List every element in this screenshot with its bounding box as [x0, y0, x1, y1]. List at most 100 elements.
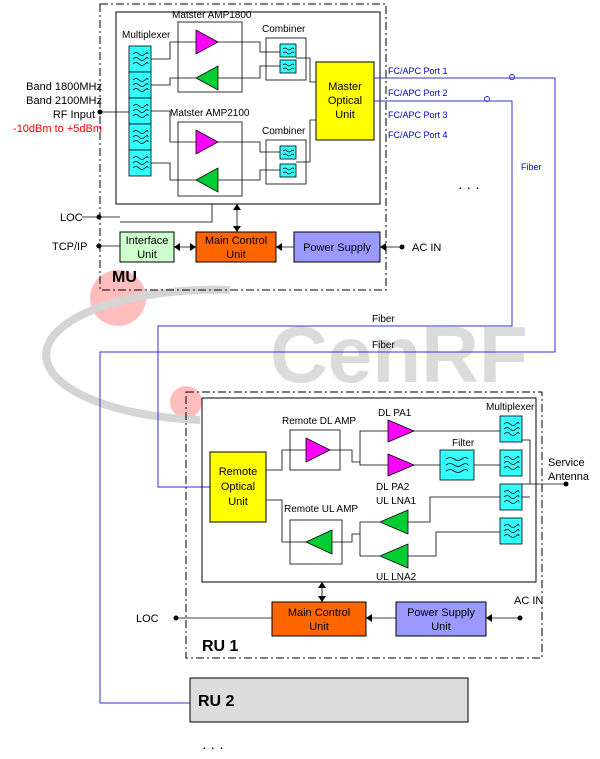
amp2100-dl-amplifier [195, 129, 219, 155]
remote-ul-amplifier [305, 529, 333, 555]
amp2100-label: Matster AMP2100 [170, 108, 250, 119]
mu-multiplexer [128, 45, 152, 177]
fiber-label-2: Fiber [372, 314, 395, 325]
ru1-power-supply-line2: Unit [431, 621, 451, 633]
mu-power-supply-label: Power Supply [303, 242, 371, 254]
combiner2-label: Combiner [262, 126, 306, 137]
antenna-dot [563, 481, 569, 487]
ru1-label: RU 1 [202, 638, 239, 655]
amp2100-ul-amplifier [195, 167, 219, 193]
amp1800-box [177, 21, 243, 93]
watermark: CenRF [42, 270, 528, 424]
port-1: FC/APC Port 1 [388, 66, 448, 76]
bottom-ellipsis: · · · [202, 739, 224, 755]
interface-unit-line1: Interface [126, 235, 169, 247]
service-antenna-line2: Antenna [548, 471, 590, 483]
fiber-port2-to-ru1 [157, 100, 513, 488]
band1-label: Band 1800MHz [26, 81, 102, 93]
dl-pa2-label: DL PA2 [376, 482, 410, 493]
mu-label: MU [112, 269, 137, 286]
ul-lna2 [378, 543, 409, 569]
ru1-filter-label: Filter [452, 438, 475, 449]
remote-optical-unit [209, 451, 267, 523]
combiner2-filters [279, 145, 297, 178]
ul-lna1 [378, 509, 409, 535]
dl-pa2 [387, 453, 416, 477]
mu-loc-dot [96, 214, 102, 220]
arrow-acin-to-ps [380, 243, 386, 251]
arrow-ru1-ps-to-ctrl [366, 614, 372, 622]
mu-multiplexer-label: Multiplexer [122, 30, 171, 41]
combiner1-label: Combiner [262, 24, 306, 35]
arrow-ru1-ctrl-down [318, 596, 326, 602]
remote-dl-amplifier [305, 437, 331, 463]
mu-main-control-line1: Main Control [205, 235, 267, 247]
fiber-label-1: Fiber [521, 162, 542, 172]
ru1-loc-label: LOC [136, 613, 159, 625]
ru2-box [189, 677, 469, 723]
remote-ul-amp-label: Remote UL AMP [284, 504, 358, 515]
arrow-mu-ctrl-down [233, 226, 241, 232]
mu-enclosure [99, 3, 387, 291]
interface-unit [119, 231, 175, 263]
remote-dl-amp-label: Remote DL AMP [282, 416, 356, 427]
arrow-ps-to-ctrl [276, 243, 282, 251]
ru1-enclosure [185, 391, 543, 659]
mu-power-supply [293, 231, 381, 263]
amp1800-dl-amplifier [195, 29, 219, 55]
remote-optical-line1: Remote [219, 466, 258, 478]
watermark-ring [42, 285, 231, 424]
ru1-wiring [176, 430, 565, 619]
remote-optical-line3: Unit [228, 496, 248, 508]
ru1-main-control-line2: Unit [309, 621, 329, 633]
fiber-lines [99, 74, 556, 704]
combiner1-filters [279, 43, 297, 74]
amp2100-box [177, 121, 243, 197]
mu-main-control-line2: Unit [226, 249, 246, 261]
arrow-ru1-acin-to-ps [486, 614, 492, 622]
master-optical-line2: Optical [328, 95, 362, 107]
rf-input-label: RF Input [53, 109, 95, 121]
master-optical-line3: Unit [335, 109, 355, 121]
ru1-main-control-line1: Main Control [288, 607, 350, 619]
tcpip-dot [96, 243, 102, 249]
ru1-multiplexer [499, 415, 523, 545]
port-4: FC/APC Port 4 [388, 130, 448, 140]
ru1-acin-label: AC IN [514, 595, 543, 607]
amp1800-ul-amplifier [195, 65, 219, 91]
interface-unit-line2: Unit [137, 249, 157, 261]
dl-pa1-label: DL PA1 [378, 408, 412, 419]
ports-ellipsis: · · · [458, 179, 480, 195]
amp1800-label: Matster AMP1800 [172, 10, 252, 21]
fiber-label-3: Fiber [372, 340, 395, 351]
rf-input-dot [97, 109, 103, 115]
watermark-dot-large [90, 270, 146, 326]
master-optical-line1: Master [328, 81, 362, 93]
ru1-rf-section [201, 397, 537, 583]
mu-main-control-unit [195, 231, 277, 263]
ru1-filter [439, 449, 475, 481]
mu-acin-label: AC IN [412, 242, 441, 254]
ru2-label: RU 2 [198, 693, 235, 710]
mu-wiring [120, 41, 316, 232]
arrow-ru1-ctrl-up [318, 582, 326, 588]
ru1-main-control-unit [271, 601, 367, 637]
ru1-multiplexer-label: Multiplexer [486, 402, 535, 413]
ru1-power-supply-line1: Power Supply [407, 607, 475, 619]
remote-optical-line2: Optical [221, 481, 255, 493]
arrow-iface-left [174, 243, 180, 251]
mu-rf-section [115, 11, 381, 205]
mu-loc-label: LOC [60, 212, 83, 224]
service-antenna-line1: Service [548, 457, 585, 469]
mu-acin-dot [399, 244, 405, 250]
port-2: FC/APC Port 2 [388, 88, 448, 98]
ul-lna2-label: UL LNA2 [376, 572, 417, 583]
combiner1-box [265, 37, 307, 81]
ru1-loc-dot [173, 615, 179, 621]
watermark-text: CenRF [270, 310, 528, 399]
ru1-acin-dot [517, 615, 523, 621]
tcpip-label: TCP/IP [52, 241, 87, 253]
ul-lna1-label: UL LNA1 [376, 496, 417, 507]
arrow-iface-right [190, 243, 196, 251]
